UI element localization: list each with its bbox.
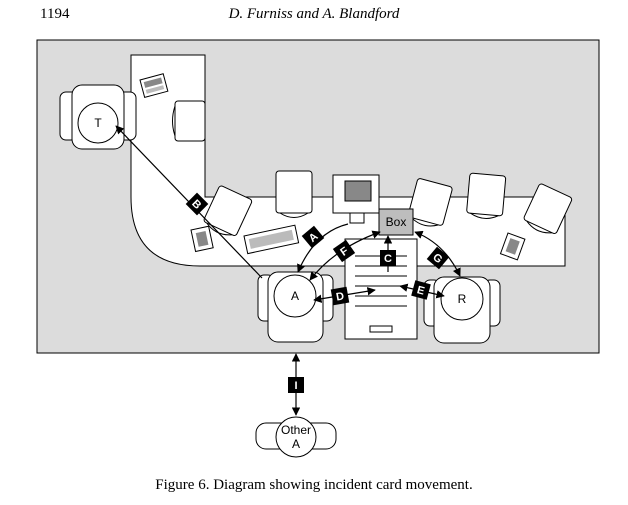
chair-icon: [466, 172, 507, 219]
chair-icon: [172, 100, 206, 142]
person-other-a: Other A: [255, 416, 337, 458]
tag-d: D: [330, 286, 350, 306]
page-number: 1194: [40, 6, 70, 22]
person-a: A: [257, 271, 334, 343]
person-label: A: [291, 289, 299, 303]
keyboard-icon: [243, 224, 300, 255]
svg-text:E: E: [416, 284, 426, 297]
figure-caption: Figure 6. Diagram showing incident card …: [155, 477, 473, 493]
arrow-g: [414, 230, 461, 277]
svg-text:C: C: [384, 253, 392, 265]
person-label-line2: A: [292, 437, 300, 451]
desk-phone-icon: [139, 73, 169, 98]
tag-c: C: [380, 250, 396, 266]
tag-f: F: [332, 239, 356, 263]
computer-monitor-icon: [332, 174, 380, 224]
person-label-line1: Other: [281, 423, 311, 437]
box-label: Box: [386, 215, 407, 229]
person-label: T: [94, 116, 102, 130]
person-label: R: [458, 292, 467, 306]
box: [378, 208, 414, 236]
tag-a: A: [301, 225, 325, 249]
person-t: T: [59, 84, 137, 150]
tag-i: I: [288, 377, 304, 393]
person-r: R: [423, 276, 501, 344]
tag-g: G: [426, 246, 450, 270]
phone-icon: [190, 225, 214, 253]
svg-text:D: D: [335, 290, 345, 303]
phone-icon: [499, 232, 526, 261]
tag-e: E: [411, 280, 431, 300]
chair-icon: [523, 183, 573, 234]
chair-icon: [203, 185, 253, 236]
svg-text:I: I: [294, 380, 297, 392]
running-head: D. Furniss and A. Blandford: [228, 6, 400, 22]
chair-icon: [275, 170, 313, 218]
